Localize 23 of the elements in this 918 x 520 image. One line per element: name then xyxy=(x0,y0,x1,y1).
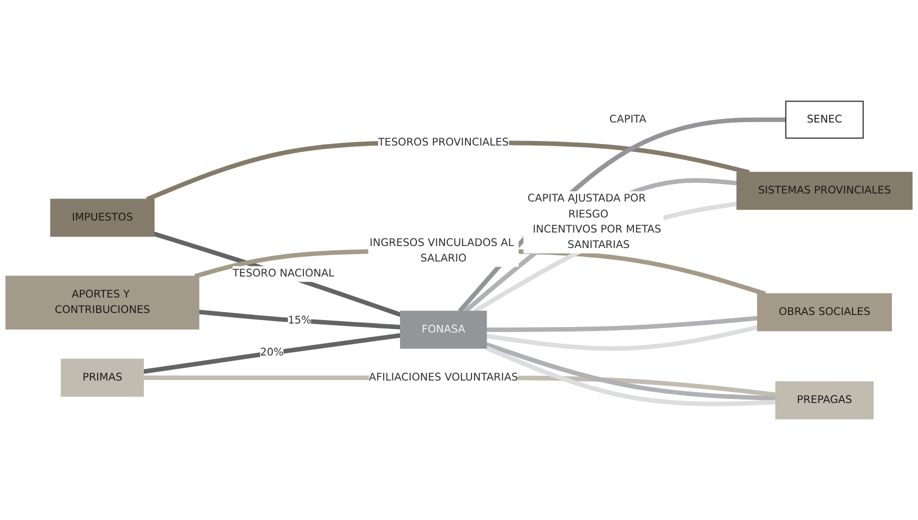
node-box: PRIMAS xyxy=(60,358,144,397)
connector xyxy=(198,310,401,330)
connector xyxy=(143,333,401,374)
node-box: SISTEMAS PROVINCIALES xyxy=(736,172,913,210)
edge-label: INGRESOS VINCULADOS AL SALARIO xyxy=(370,236,514,265)
node-box: SENEC xyxy=(785,100,864,139)
edge-label: INCENTIVOS POR METAS SANITARIAS xyxy=(532,223,662,252)
edge-label: 15% xyxy=(288,314,312,327)
node-box: FONASA xyxy=(400,310,487,349)
connector xyxy=(486,325,758,351)
node-box: PREPAGAS xyxy=(775,381,874,420)
node-box: APORTES Y CONTRIBUCIONES xyxy=(5,276,200,330)
connector xyxy=(194,248,766,296)
node-box: OBRAS SOCIALES xyxy=(757,293,892,332)
connector xyxy=(486,316,758,332)
edge-label: TESORO NACIONAL xyxy=(232,268,334,280)
edge-label: 20% xyxy=(260,346,284,358)
edge-label: TESOROS PROVINCIALES xyxy=(378,136,509,148)
connector xyxy=(153,232,402,317)
node-box: IMPUESTOS xyxy=(50,198,155,237)
edge-label: CAPITA AJUSTADA POR RIESGO xyxy=(528,192,646,221)
edge-label: AFILIACIONES VOLUNTARIAS xyxy=(368,371,518,384)
edge-label: CAPITA xyxy=(609,113,646,126)
